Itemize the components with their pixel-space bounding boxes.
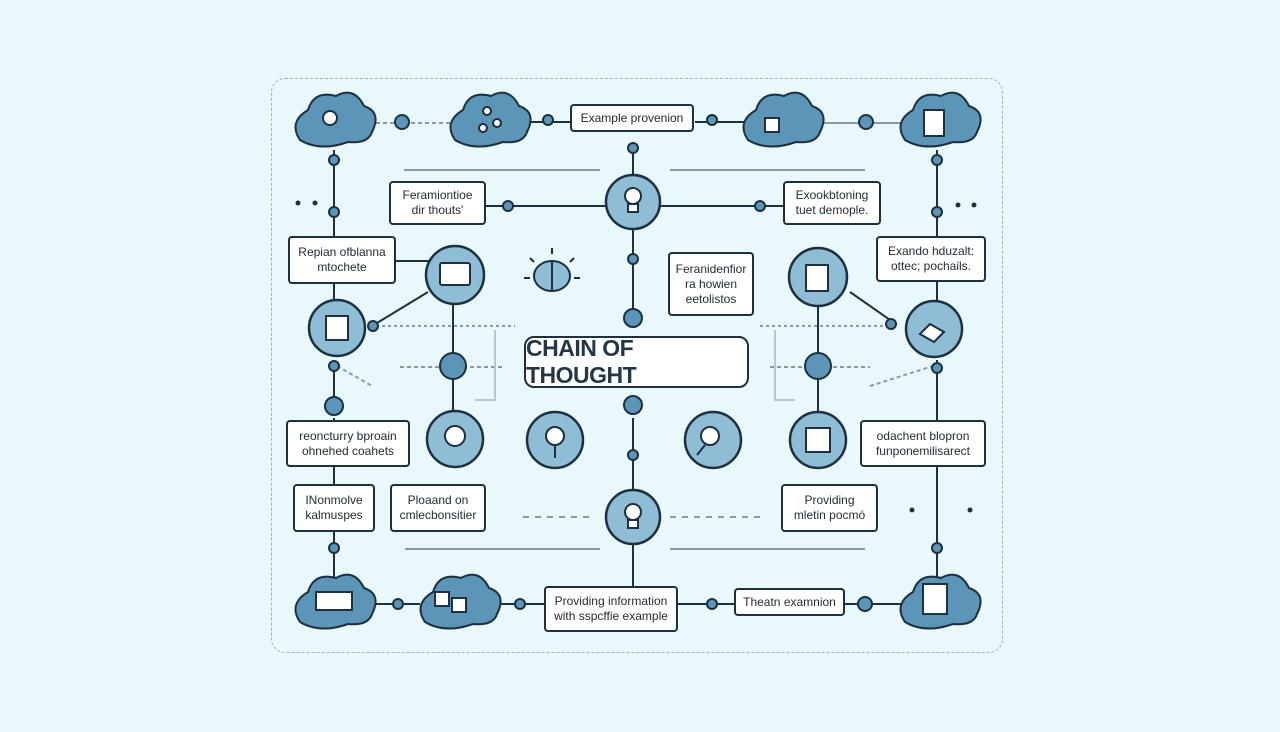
label-right-bottom: Providing mletin pocmó xyxy=(781,484,878,532)
label-top-example: Example provenion xyxy=(570,104,694,132)
cloud-icon xyxy=(449,91,532,148)
diagram-title: CHAIN OF THOUGHT xyxy=(524,335,749,388)
label-left-lower: reoncturry bproain ohnehed coahets xyxy=(286,420,410,467)
label-left-mid: Repian ofblanna mtochete xyxy=(288,236,396,284)
cloud-icon xyxy=(742,91,825,148)
label-left-bottom-a: INonmolve kalmuspes xyxy=(293,484,375,532)
label-right-lower: odachent blopron funponemilisarect xyxy=(860,420,986,467)
label-bottom-right: Theatn examnion xyxy=(734,588,845,616)
label-right-mid: Exando hduzalt: ottec; pochails. xyxy=(876,236,986,282)
label-left-top: Feramiontioe dir thouts' xyxy=(389,181,486,225)
label-center-right: Feranidenfior ra howien eetolistos xyxy=(668,252,754,316)
label-left-bottom-b: Ploaand on cmlecbonsitier xyxy=(390,484,486,532)
diagram-frame xyxy=(271,78,1003,653)
brain-icon xyxy=(524,248,580,292)
label-right-top: Exookbtoning tuet demople. xyxy=(783,181,881,225)
label-bottom-center: Providing information with sspcffie exam… xyxy=(544,586,678,632)
